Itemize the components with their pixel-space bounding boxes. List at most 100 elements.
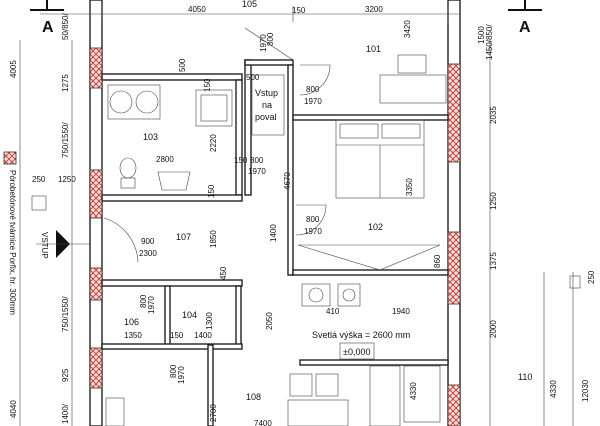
dim-1400-b: 1400 [194,331,212,340]
room-label-110: 110 [518,372,532,382]
dim-2300: 2300 [139,249,157,258]
dim-7400: 7400 [254,419,272,426]
room-label-107: 107 [176,232,191,242]
dim-1250-left: 1250 [58,175,76,184]
dim-860: 860 [433,254,442,268]
dim-800-108: 800 [169,364,178,378]
dim-4330-a: 4330 [409,382,418,400]
dim-250-right: 250 [587,270,596,284]
dim-2035: 2035 [489,106,498,124]
room-106: 106 1350 800 1970 [124,294,156,340]
dim-12030: 12030 [581,379,590,402]
dim-150-b: 150 [203,78,212,92]
room-label-103: 103 [143,132,158,142]
dim-1970-106: 1970 [147,296,156,314]
dim-1970-108: 1970 [177,366,186,384]
dim-800-106: 800 [139,294,148,308]
door-103: 800 1970 4670 150 [207,156,292,198]
room-label-105: 105 [242,0,257,9]
dim-900: 900 [141,237,155,246]
dim-3350: 3350 [405,178,414,196]
dim-800-101: 800 [306,85,320,94]
dim-1375: 1375 [489,252,498,270]
legend: Pórobetónové tvárnice Porfix, hr. 300mm [3,151,17,315]
room-103: 103 2800 2220 150 [107,84,248,191]
dim-1970-101: 1970 [304,97,322,106]
dim-1275: 1275 [61,74,70,92]
room-101: 101 3420 800 1970 [299,20,447,106]
dim-1970-105: 1970 [259,34,268,52]
room-110: 110 4330 12030 250 [518,270,596,426]
section-mark-right: A [508,0,542,36]
dim-1970-103: 1970 [248,167,266,176]
section-label-right: A [519,19,531,36]
dim-50-850: 50/850/ [61,13,70,40]
room-label-108: 108 [246,392,261,402]
dim-2220: 2220 [209,134,218,152]
dim-4005: 4005 [9,60,18,78]
room-105-area: 800 1970 500 150 500 [178,27,294,92]
level-mark: ±0,000 [343,347,370,357]
room-label-101: 101 [366,44,381,54]
dim-1940: 1940 [392,307,410,316]
entrance-label: VSTUP [40,232,49,259]
dim-2000: 2000 [489,320,498,338]
dim-150-c: 150 [234,156,248,165]
dim-410: 410 [326,307,340,316]
attic-label-1: Vstup [255,88,278,98]
notes: Svetlá výška = 2600 mm ±0,000 [312,330,410,360]
dim-1450-850: 1450/850/ [485,24,494,60]
dim-800-102: 800 [306,215,320,224]
appliances: 410 1940 [301,283,410,316]
section-mark-left: A [30,0,64,36]
room-label-106: 106 [124,317,139,327]
dim-1400: 1400 [269,224,278,242]
room-102: 3350 102 800 1970 860 [295,119,442,271]
dim-1250-right: 1250 [489,192,498,210]
dim-750-1550-a: 750/1550/ [61,122,70,158]
dim-250-left: 250 [32,175,46,184]
dim-450: 450 [219,266,228,280]
dim-2800: 2800 [156,155,174,164]
room-label-104: 104 [182,310,197,320]
dim-800-105: 800 [266,32,275,46]
dim-800-103: 800 [250,156,264,165]
dim-500-a: 500 [178,58,187,72]
legend-text: Pórobetónové tvárnice Porfix, hr. 300mm [8,170,17,315]
dim-1350: 1350 [124,331,142,340]
left-dimension-chain: 4005 4040 50/850/ 1275 750/1550/ 750/155… [9,13,73,426]
dim-925: 925 [61,368,70,382]
dim-150-top: 150 [292,6,306,15]
attic-access: Vstup na poval [251,74,285,136]
dim-4670: 4670 [283,172,292,190]
dim-3420: 3420 [403,20,412,38]
legend-swatch [3,151,17,165]
entrance-marker: VSTUP 250 1250 [31,175,90,259]
dim-500-b: 500 [246,73,260,82]
room-107: 107 900 2300 1850 1400 450 [103,217,278,280]
top-dimension-chain: 4050 105 3200 150 [40,0,460,22]
ceiling-height-note: Svetlá výška = 2600 mm [312,330,410,340]
dim-2700: 2700 [209,404,218,422]
attic-label-3: poval [255,112,277,122]
section-label-left: A [42,19,54,36]
attic-label-2: na [262,100,272,110]
dim-150-e: 150 [170,331,184,340]
dim-750-1550-b: 750/1550/ [61,296,70,332]
dim-4040: 4040 [9,400,18,418]
dim-4330-b: 4330 [549,380,558,398]
dim-1970-102: 1970 [304,227,322,236]
right-dimension-chain: 1500 1450/850/ 2035 1250 1375 2000 [477,24,498,426]
room-label-102: 102 [368,222,383,232]
dim-1500: 1500 [477,26,486,44]
room-104: 104 1300 1400 150 2050 [170,310,274,340]
dim-2050: 2050 [265,312,274,330]
dim-1300: 1300 [205,312,214,330]
dim-top-4050: 4050 [188,5,206,14]
dim-150-d: 150 [207,184,216,198]
dim-1400-left: 1400/ [61,403,70,424]
room-108: 108 2700 7400 800 1970 4330 [105,364,441,426]
dim-1850: 1850 [209,230,218,248]
interior-walls [101,59,449,426]
